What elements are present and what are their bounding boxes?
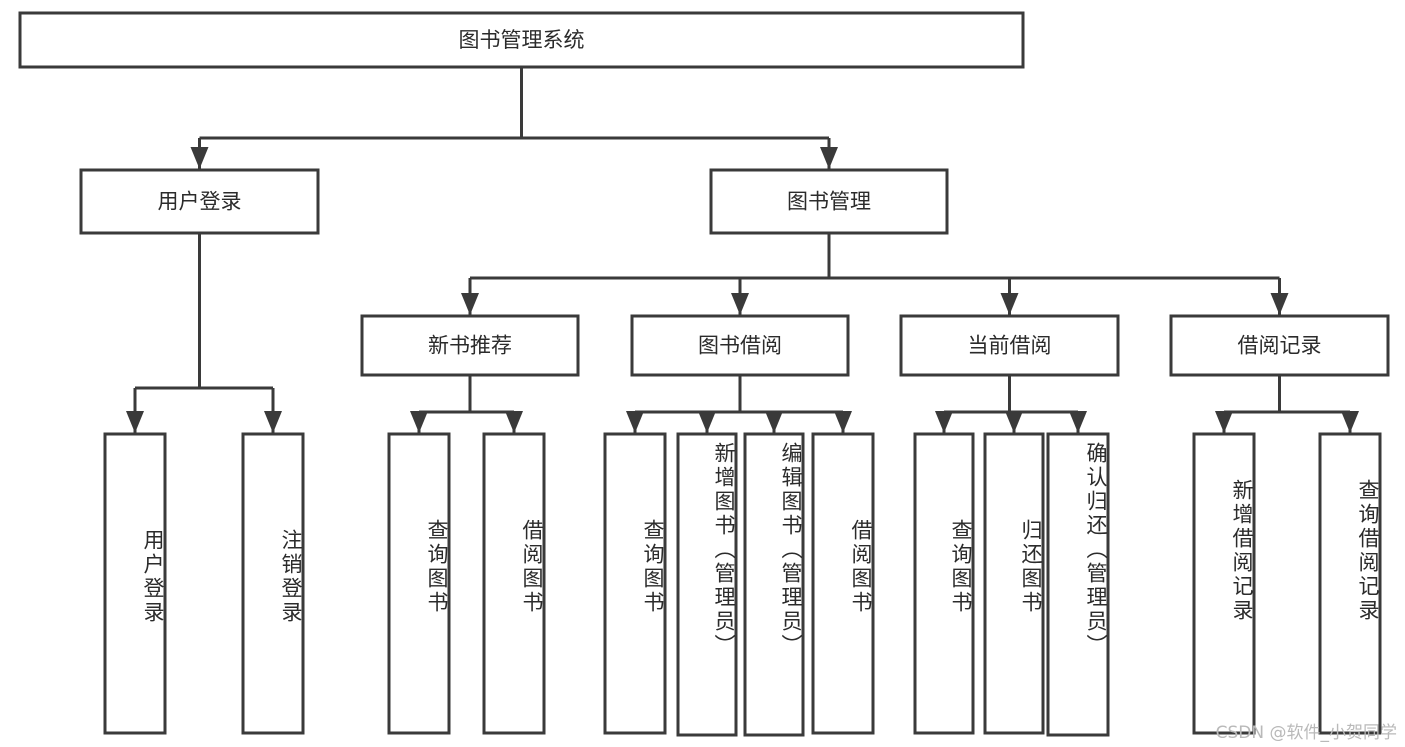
arrow-head-icon	[410, 411, 428, 433]
node-new-book-rec[interactable]	[360, 314, 580, 377]
node-leaf-confirm-return[interactable]	[1046, 432, 1110, 737]
node-box-layer	[18, 11, 1390, 737]
node-leaf-query-book-b[interactable]	[603, 432, 667, 735]
arrow-head-icon	[731, 293, 749, 315]
arrow-head-icon	[698, 411, 716, 433]
node-leaf-borrow-book-b[interactable]	[811, 432, 875, 735]
node-borrow-record-label: 借阅记录	[1238, 334, 1322, 358]
arrow-head-icon	[935, 411, 953, 433]
csdn-watermark: CSDN @软件_小贺同学	[1215, 723, 1397, 743]
node-new-book-rec-label: 新书推荐	[428, 334, 512, 358]
arrow-head-icon	[1270, 293, 1289, 315]
arrow-head-icon	[1000, 293, 1019, 315]
node-root[interactable]	[18, 11, 1025, 69]
node-leaf-add-record[interactable]	[1192, 432, 1256, 735]
node-book-manage[interactable]	[709, 168, 949, 235]
node-leaf-logout[interactable]	[241, 432, 305, 735]
arrow-head-icon	[1069, 411, 1087, 433]
arrow-head-icon	[1341, 411, 1359, 433]
arrow-head-icon	[820, 147, 838, 169]
node-leaf-add-book[interactable]	[676, 432, 738, 737]
node-user-login-label: 用户登录	[158, 190, 242, 214]
node-leaf-query-record[interactable]	[1318, 432, 1382, 735]
arrow-head-icon	[190, 147, 209, 169]
node-user-login[interactable]	[79, 168, 320, 235]
node-book-borrow-label: 图书借阅	[698, 334, 782, 358]
arrow-head-icon	[505, 411, 523, 433]
arrow-head-icon	[264, 411, 282, 433]
node-leaf-return-book[interactable]	[983, 432, 1045, 735]
connector-layer	[126, 67, 1359, 433]
node-leaf-query-book-rec[interactable]	[387, 432, 451, 735]
node-leaf-query-book-c[interactable]	[913, 432, 975, 735]
arrow-head-icon	[834, 411, 852, 433]
node-book-manage-label: 图书管理	[787, 190, 871, 214]
node-current-borrow[interactable]	[899, 314, 1120, 377]
arrow-head-icon	[626, 411, 644, 433]
node-leaf-edit-book[interactable]	[743, 432, 805, 737]
node-book-borrow[interactable]	[630, 314, 850, 377]
arrow-head-icon	[765, 411, 783, 433]
arrow-head-icon	[1005, 411, 1023, 433]
node-root-label: 图书管理系统	[459, 28, 585, 52]
arrow-head-icon	[126, 411, 144, 433]
arrow-head-icon	[1215, 411, 1233, 433]
node-leaf-borrow-book-rec[interactable]	[482, 432, 546, 735]
arrow-head-icon	[461, 293, 479, 315]
node-current-borrow-label: 当前借阅	[968, 334, 1052, 358]
node-borrow-record[interactable]	[1169, 314, 1390, 377]
node-leaf-user-login[interactable]	[103, 432, 167, 735]
